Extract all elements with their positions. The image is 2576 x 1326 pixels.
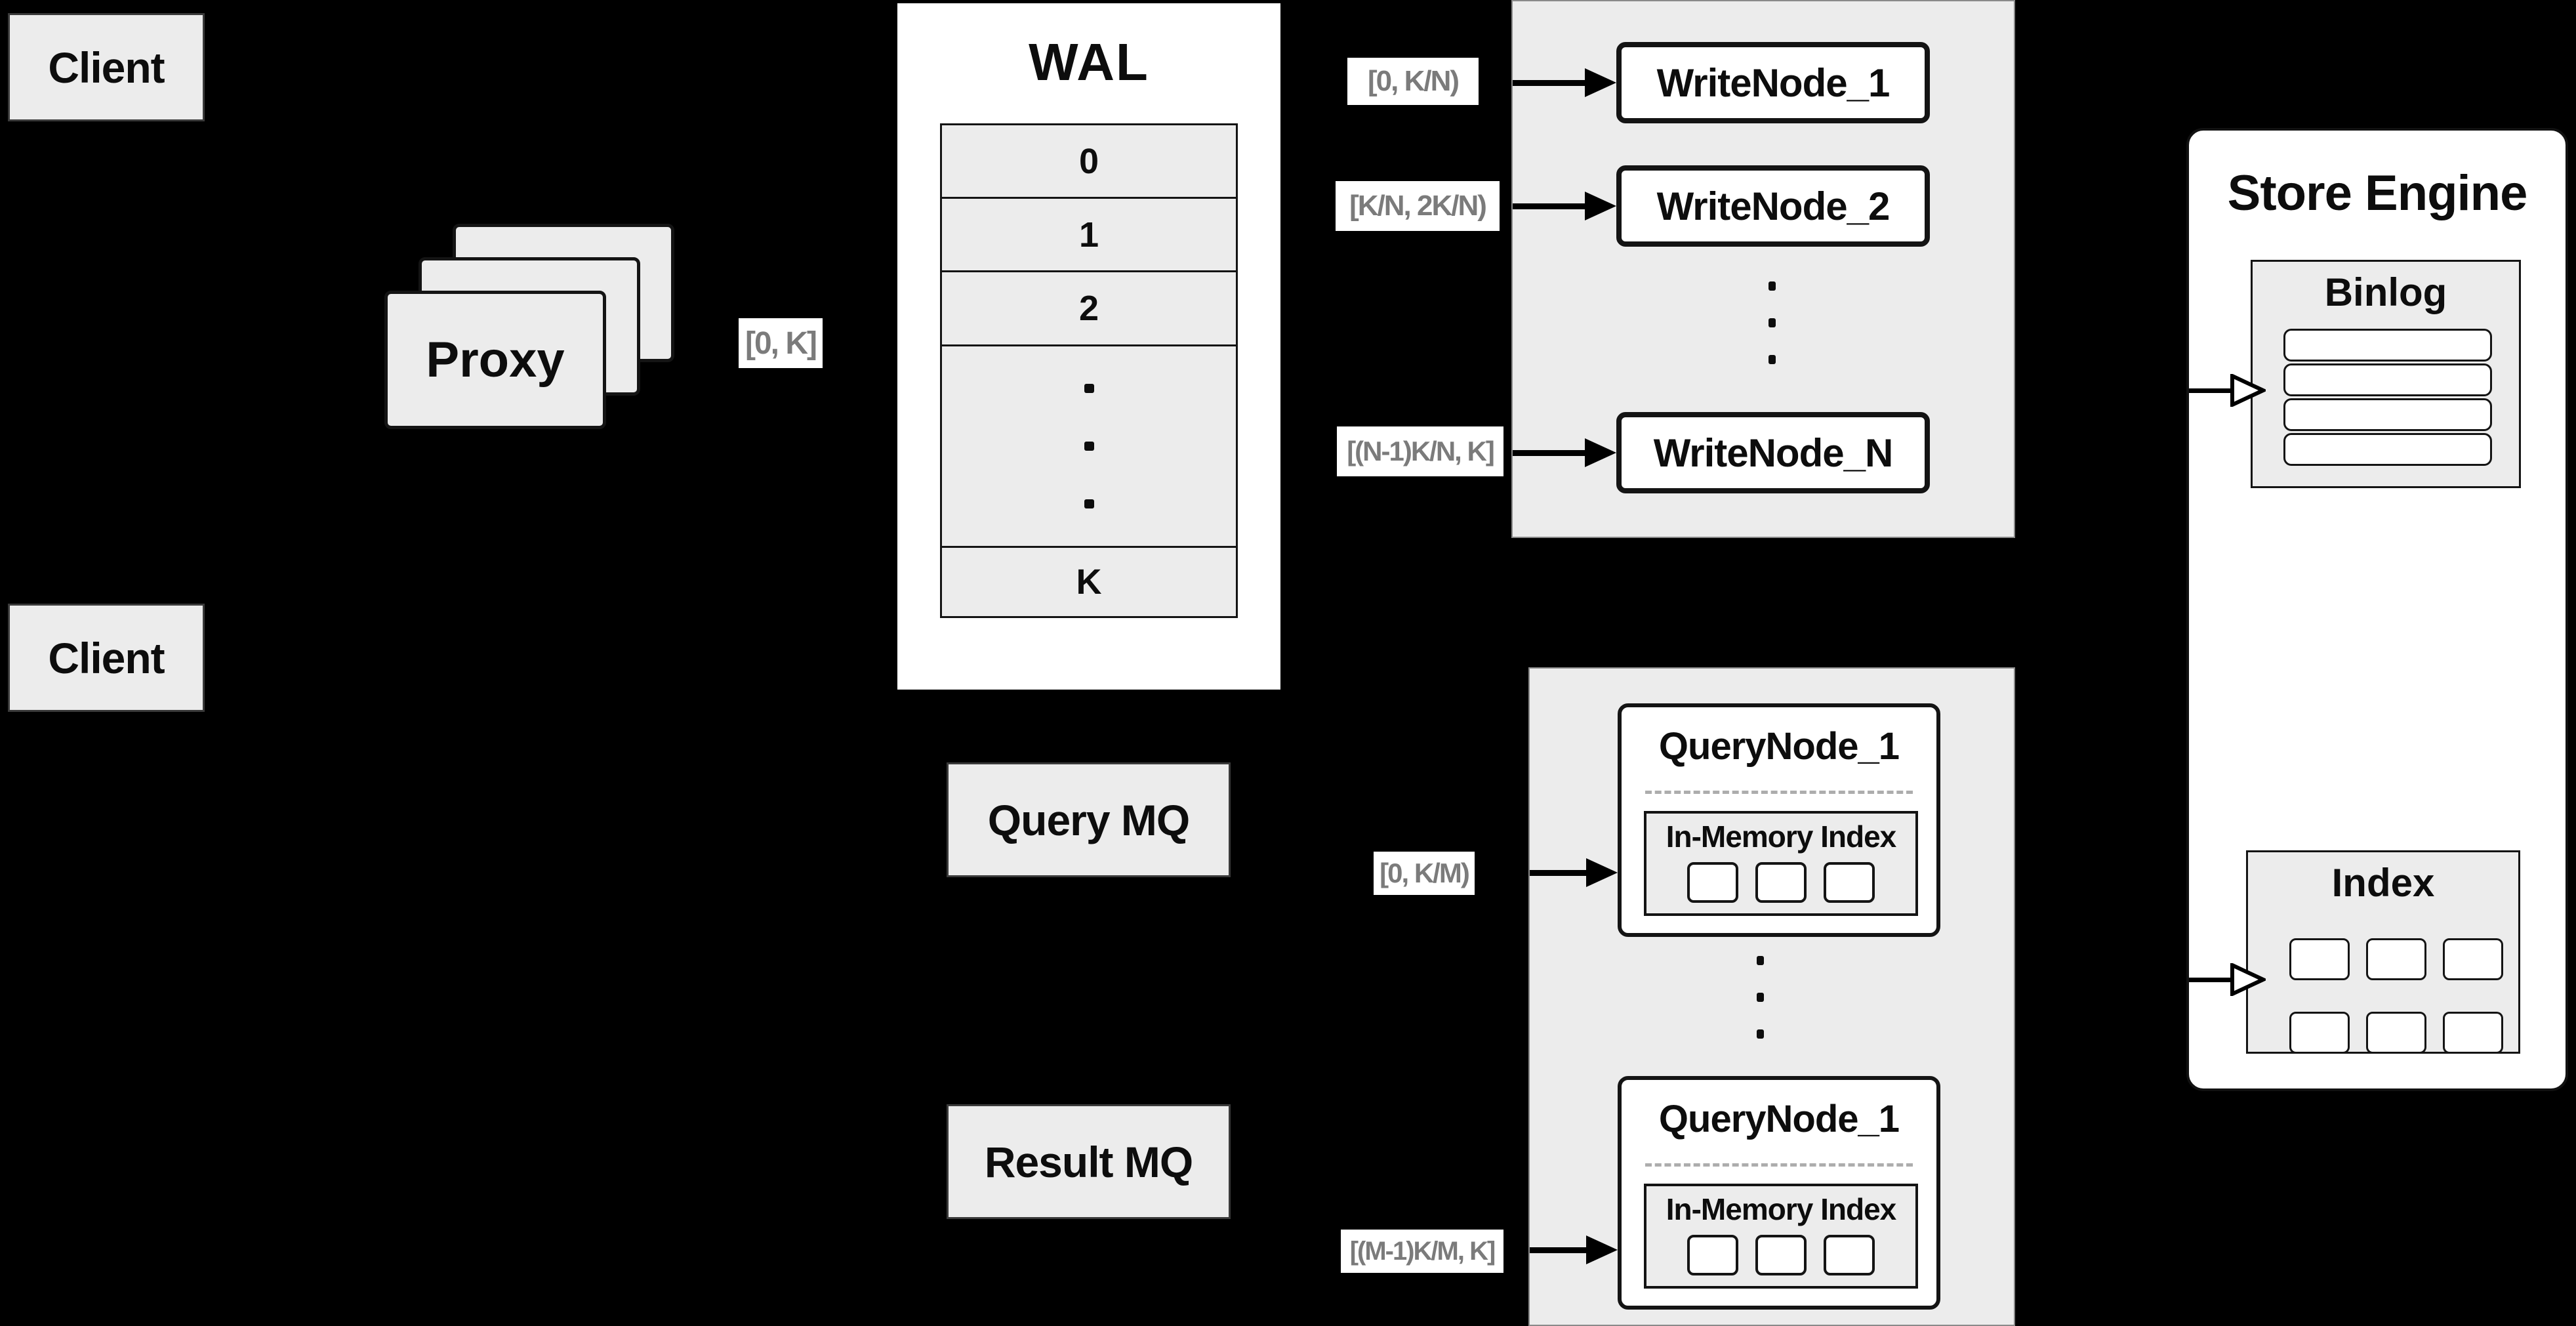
wal-segment-2-label: 2 — [1078, 289, 1099, 328]
range-label-write-node-n-text: [(N-1)K/N, K] — [1347, 436, 1495, 466]
arrowhead-icon — [1585, 68, 1616, 97]
vertical-ellipsis-icon — [1084, 360, 1094, 533]
memory-segment — [1687, 862, 1738, 903]
arrowhead-icon — [1586, 1235, 1618, 1264]
index-segment — [2443, 938, 2503, 980]
wal-segment-0-label: 0 — [1078, 141, 1099, 181]
in-memory-index-box-bottom: In-Memory Index — [1644, 1184, 1918, 1289]
range-label-write-node-n: [(N-1)K/N, K] — [1337, 426, 1503, 476]
store-engine-title: Store Engine — [2227, 165, 2528, 221]
query-node-top-title: QueryNode_1 — [1658, 725, 1900, 768]
wal-segment-ellipsis — [940, 344, 1238, 548]
client-node-top: Client — [8, 13, 205, 121]
memory-segment — [1755, 1235, 1807, 1275]
dashed-divider — [1645, 1163, 1913, 1167]
memory-segments — [1646, 1235, 1915, 1275]
wal-segment-1-label: 1 — [1078, 215, 1099, 255]
range-label-write-node-2-text: [K/N, 2K/N) — [1349, 190, 1487, 222]
arrowhead-icon — [1585, 438, 1616, 467]
client-node-bottom: Client — [8, 604, 205, 712]
binlog-title: Binlog — [2324, 270, 2447, 314]
wal-segment-2: 2 — [940, 270, 1238, 346]
arrowhead-icon — [1585, 192, 1616, 220]
binlog-row — [2283, 398, 2492, 431]
index-segment — [2366, 938, 2426, 980]
in-memory-index-box-top: In-Memory Index — [1644, 811, 1918, 916]
range-label-write-node-1: [0, K/N) — [1347, 58, 1479, 105]
range-label-write-node-1-text: [0, K/N) — [1368, 65, 1460, 97]
memory-segment — [1687, 1235, 1738, 1275]
binlog-row — [2283, 329, 2492, 362]
wal-box: WAL 0 1 2 K — [897, 3, 1280, 690]
in-memory-index-top-title: In-Memory Index — [1666, 819, 1897, 854]
range-label-proxy-to-wal: [0, K] — [739, 318, 823, 368]
wal-segment-1: 1 — [940, 197, 1238, 272]
query-cluster-ellipsis-icon — [1757, 942, 1764, 1052]
wal-segment-k-label: K — [1076, 562, 1102, 602]
memory-segment — [1824, 1235, 1875, 1275]
wal-segment-table: 0 1 2 K — [940, 123, 1238, 618]
write-cluster-ellipsis-icon — [1768, 268, 1776, 378]
query-node-bottom-title: QueryNode_1 — [1658, 1098, 1900, 1140]
wal-title: WAL — [1029, 33, 1149, 91]
dashed-divider — [1645, 791, 1913, 794]
in-memory-index-bottom-title: In-Memory Index — [1666, 1192, 1897, 1226]
index-segment — [2366, 1012, 2426, 1054]
write-node-2-label: WriteNode_2 — [1656, 184, 1891, 228]
query-node-bottom: QueryNode_1 In-Memory Index — [1618, 1076, 1940, 1310]
hollow-arrowhead-icon — [2230, 374, 2266, 407]
range-label-query-bottom-text: [(M-1)K/M, K] — [1349, 1236, 1496, 1266]
write-node-1: WriteNode_1 — [1616, 42, 1930, 123]
index-title: Index — [2331, 861, 2435, 905]
arrowhead-icon — [1586, 858, 1618, 887]
range-label-query-top-text: [0, K/M) — [1380, 858, 1470, 888]
range-label-query-node-bottom: [(M-1)K/M, K] — [1341, 1230, 1503, 1273]
memory-segment — [1824, 862, 1875, 903]
wal-segment-0: 0 — [940, 123, 1238, 199]
memory-segment — [1755, 862, 1807, 903]
binlog-row — [2283, 363, 2492, 396]
query-mq-label: Query MQ — [987, 795, 1190, 844]
result-mq-label: Result MQ — [984, 1137, 1193, 1186]
write-node-n: WriteNode_N — [1616, 412, 1930, 493]
write-node-1-label: WriteNode_1 — [1656, 60, 1891, 105]
range-label-proxy-text: [0, K] — [745, 325, 817, 361]
index-segment — [2289, 1012, 2350, 1054]
hollow-arrowhead-icon — [2230, 963, 2266, 996]
query-mq-node: Query MQ — [947, 762, 1231, 877]
index-segment — [2443, 1012, 2503, 1054]
query-node-top: QueryNode_1 In-Memory Index — [1618, 703, 1940, 937]
range-label-write-node-2: [K/N, 2K/N) — [1336, 181, 1500, 231]
proxy-node: Proxy — [384, 291, 606, 429]
write-node-n-label: WriteNode_N — [1653, 430, 1894, 475]
client-bottom-label: Client — [48, 633, 165, 682]
write-node-2: WriteNode_2 — [1616, 165, 1930, 247]
binlog-row — [2283, 433, 2492, 466]
index-segment — [2289, 938, 2350, 980]
range-label-query-node-top: [0, K/M) — [1374, 852, 1475, 895]
client-top-label: Client — [48, 43, 165, 92]
memory-segments — [1646, 862, 1915, 903]
result-mq-node: Result MQ — [947, 1104, 1231, 1219]
wal-segment-k: K — [940, 546, 1238, 618]
proxy-label: Proxy — [426, 332, 565, 388]
